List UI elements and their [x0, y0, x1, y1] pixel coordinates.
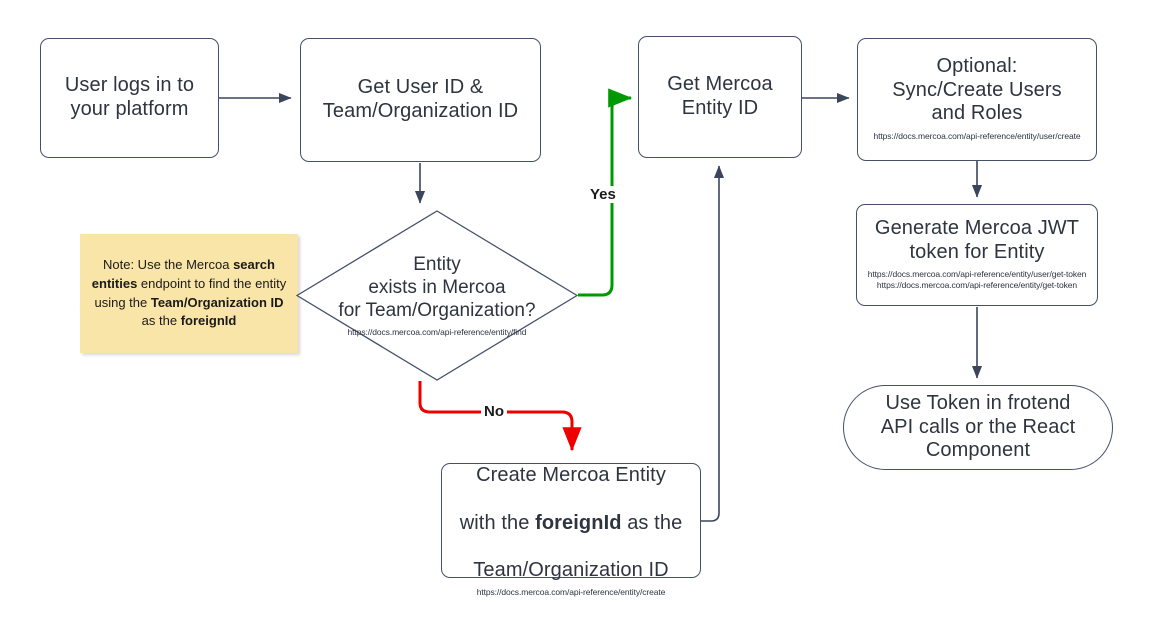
node-create-mercoa-entity-label: Create Mercoa Entity with the foreignId …: [460, 441, 683, 583]
create-entity-line1: Create Mercoa Entity: [476, 464, 666, 487]
node-use-token-label: Use Token in frotend API calls or the Re…: [880, 392, 1076, 462]
note-part-1: Note: Use the Mercoa: [103, 256, 234, 272]
note-search-entities: Note: Use the Mercoa search entities end…: [80, 234, 298, 353]
note-bold-search-entities: search entities: [91, 256, 275, 291]
create-entity-line2a: with the: [459, 511, 536, 534]
node-entity-exists-decision-label: Entity exists in Mercoa for Team/Organiz…: [338, 254, 536, 321]
node-generate-jwt-label: Generate Mercoa JWT token for Entity: [874, 217, 1080, 263]
edge-label-yes: Yes: [587, 186, 619, 203]
node-create-mercoa-entity-url: https://docs.mercoa.com/api-reference/en…: [476, 587, 666, 598]
edge-create-to-getentity: [701, 165, 725, 522]
create-entity-line3: Team/Organization ID: [473, 558, 669, 581]
note-bold-team-org-id: Team/Organization ID: [150, 294, 284, 310]
node-generate-jwt-url: https://docs.mercoa.com/api-reference/en…: [867, 269, 1087, 291]
node-entity-exists-decision-url: https://docs.mercoa.com/api-reference/en…: [347, 326, 527, 337]
node-user-logs-in[interactable]: User logs in to your platform: [40, 38, 219, 158]
node-get-user-id-label: Get User ID & Team/Organization ID: [322, 76, 519, 122]
node-optional-sync-users-url: https://docs.mercoa.com/api-reference/en…: [873, 130, 1081, 141]
edge-label-no: No: [481, 403, 507, 420]
node-get-mercoa-entity-id[interactable]: Get Mercoa Entity ID: [638, 36, 802, 158]
note-bold-foreignid: foreignId: [180, 313, 237, 329]
node-user-logs-in-label: User logs in to your platform: [64, 74, 195, 120]
node-generate-jwt[interactable]: Generate Mercoa JWT token for Entity htt…: [856, 204, 1098, 306]
note-text: Note: Use the Mercoa search entities end…: [90, 256, 288, 331]
diamond-shape: [296, 210, 578, 381]
node-optional-sync-users-label: Optional: Sync/Create Users and Roles: [892, 55, 1062, 125]
node-entity-exists-decision[interactable]: Entity exists in Mercoa for Team/Organiz…: [296, 210, 578, 381]
create-entity-line2c: as the: [621, 511, 683, 534]
node-get-mercoa-entity-id-label: Get Mercoa Entity ID: [667, 73, 773, 119]
node-create-mercoa-entity[interactable]: Create Mercoa Entity with the foreignId …: [441, 463, 701, 597]
node-use-token[interactable]: Use Token in frotend API calls or the Re…: [843, 385, 1113, 470]
node-get-user-id[interactable]: Get User ID & Team/Organization ID: [300, 38, 541, 162]
note-part-2: endpoint to find the entity using the: [94, 275, 287, 310]
create-entity-foreignid: foreignId: [535, 511, 622, 534]
note-part-3: as the: [141, 313, 181, 329]
node-optional-sync-users[interactable]: Optional: Sync/Create Users and Roles ht…: [857, 38, 1097, 161]
